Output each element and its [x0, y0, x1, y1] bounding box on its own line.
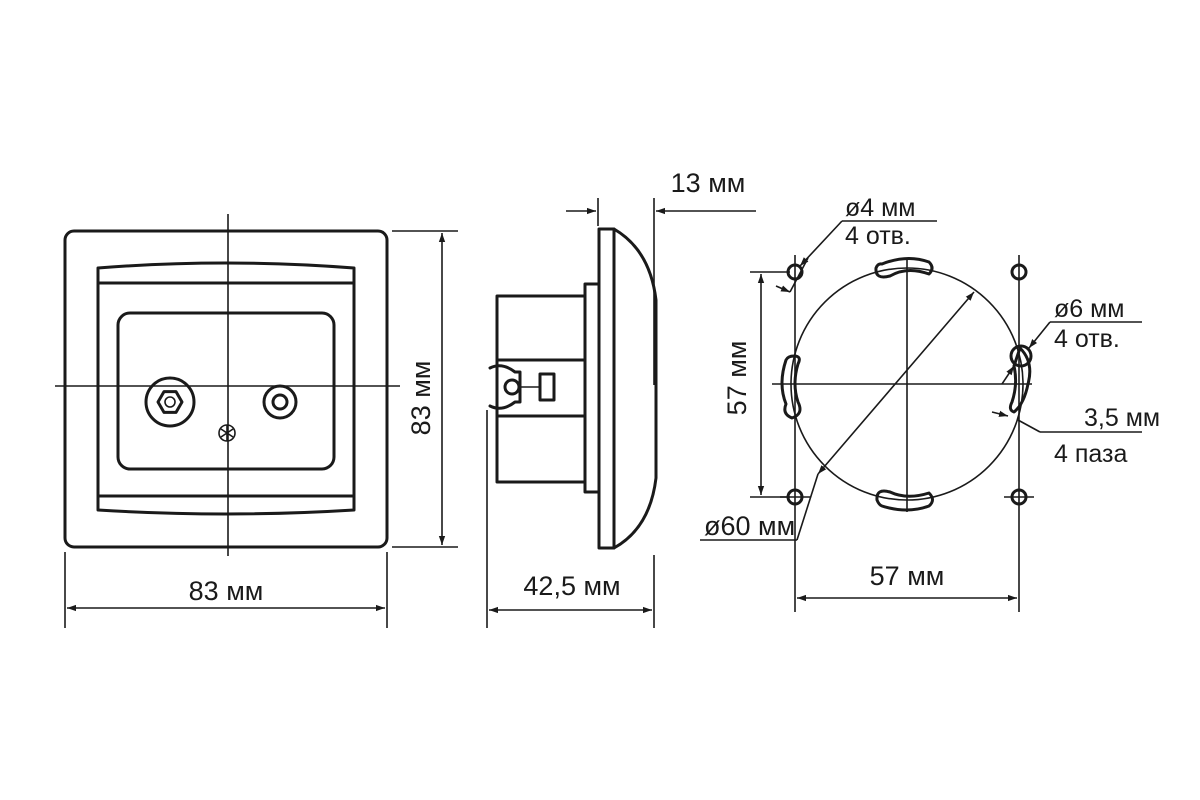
- side-view: 42,5 мм 13 мм: [486, 168, 756, 628]
- mount-horizontal-label: 57 мм: [870, 561, 945, 591]
- front-height-label: 83 мм: [406, 361, 436, 436]
- small-holes-leader-tick: [789, 257, 809, 293]
- slots-size-label: 3,5 мм: [1084, 404, 1160, 432]
- small-holes-count-label: 4 отв.: [845, 222, 911, 250]
- side-depth-label: 42,5 мм: [523, 571, 620, 601]
- slots-count-label: 4 паза: [1054, 440, 1127, 468]
- side-flange: [583, 282, 601, 494]
- mount-view: 57 мм 57 мм ø60 мм ø4 мм 4 отв. ø6 мм 4 …: [700, 194, 1160, 612]
- side-body: [495, 294, 587, 484]
- mount-diameter-label: ø60 мм: [704, 511, 795, 541]
- large-holes-size-label: ø6 мм: [1054, 295, 1125, 323]
- side-thickness-label: 13 мм: [671, 168, 746, 198]
- side-frame: [597, 227, 658, 550]
- front-outer-frame: [63, 229, 389, 549]
- small-holes-size-label: ø4 мм: [845, 194, 916, 222]
- front-screw-slot: [220, 425, 234, 441]
- slots-arrow: [991, 410, 1009, 417]
- tv-connector: [144, 376, 196, 428]
- front-face-plate: [116, 311, 336, 471]
- front-inner-frame: [96, 261, 356, 516]
- front-view: 83 мм 83 мм: [55, 214, 458, 628]
- small-holes-arrow-low: [775, 285, 791, 293]
- radio-connector: [262, 384, 298, 420]
- small-holes-leader: [799, 220, 843, 267]
- large-holes-count-label: 4 отв.: [1054, 325, 1120, 353]
- large-holes-inner-arrow: [1001, 365, 1015, 385]
- front-width-label: 83 мм: [189, 576, 264, 606]
- large-holes-leader: [1028, 321, 1051, 349]
- slots-leader: [1017, 419, 1041, 433]
- mount-vertical-label: 57 мм: [722, 341, 752, 416]
- mount-diameter-dimension-line: [817, 291, 975, 475]
- mount-diameter-leader: [796, 473, 819, 541]
- mount-slot: [780, 257, 1033, 512]
- side-terminal: [488, 364, 556, 410]
